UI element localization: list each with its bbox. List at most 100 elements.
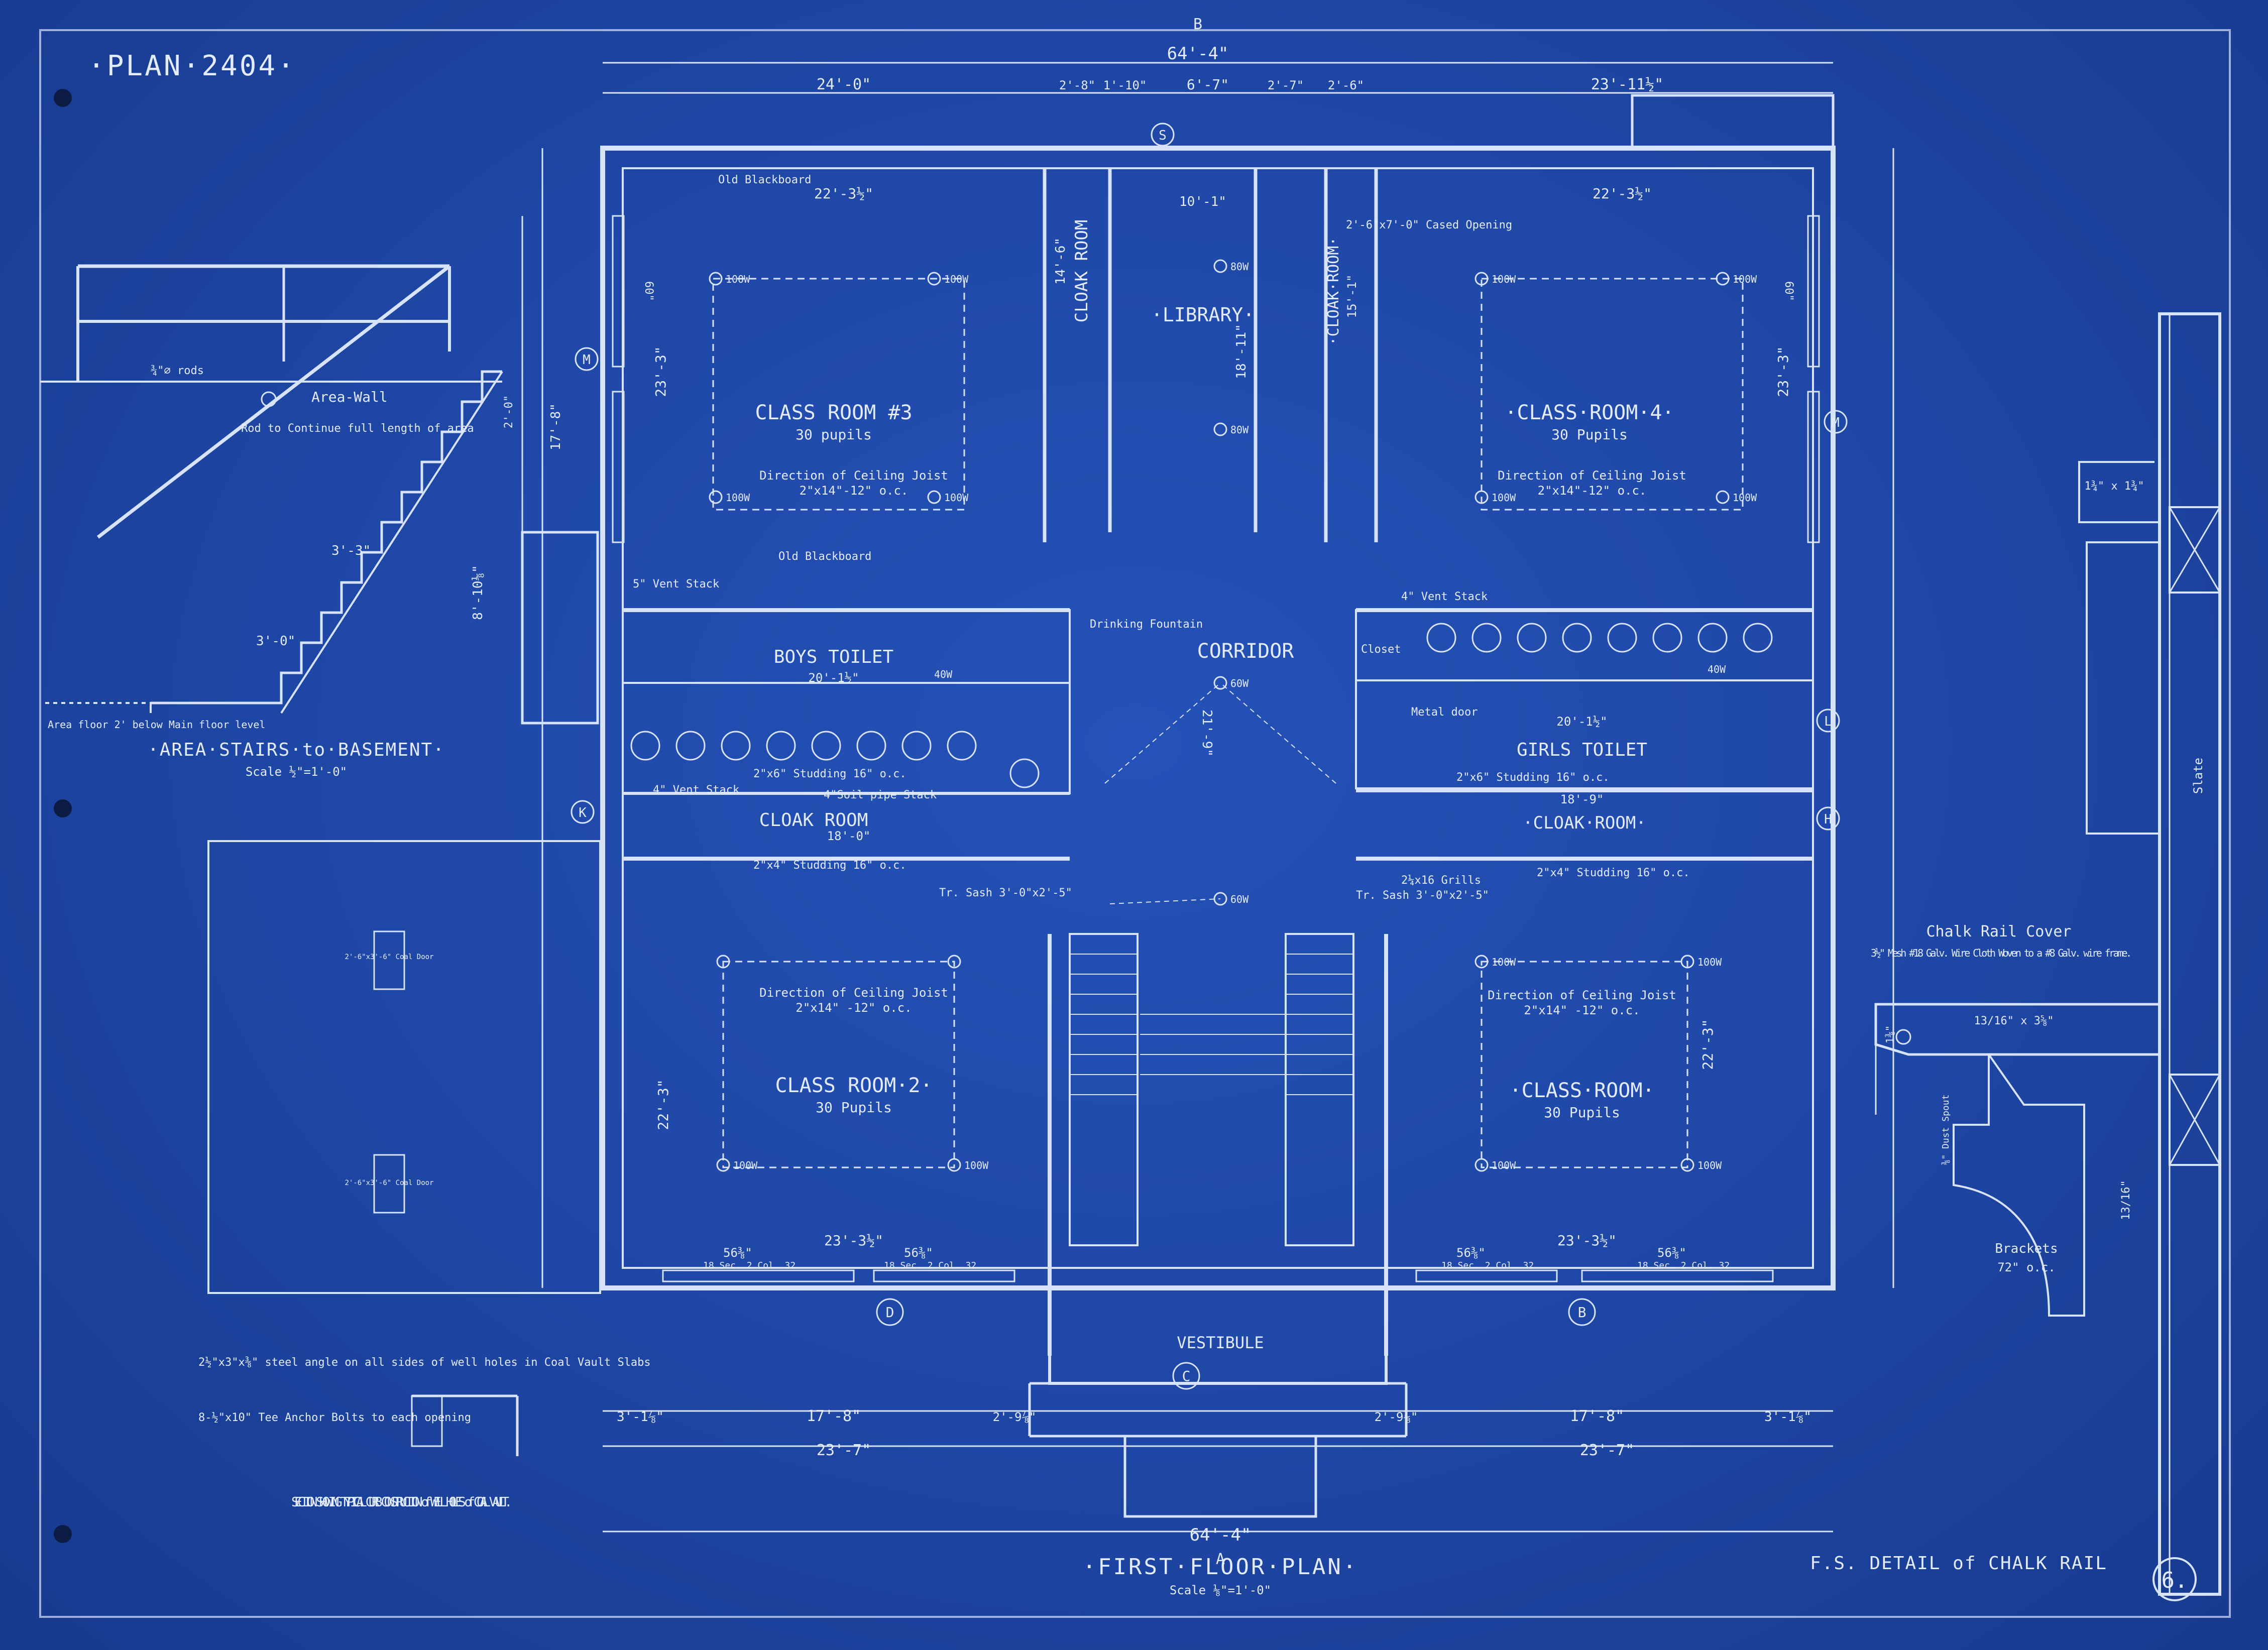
svg-text:2"x14"-12" o.c.: 2"x14"-12" o.c. bbox=[800, 484, 909, 498]
coal-vault bbox=[207, 840, 601, 1456]
chalk-rail-detail bbox=[1874, 312, 2221, 1596]
svg-text:1'-10": 1'-10" bbox=[1103, 78, 1147, 92]
svg-text:100W: 100W bbox=[964, 1159, 989, 1171]
svg-text:2"x14" -12" o.c.: 2"x14" -12" o.c. bbox=[796, 1001, 912, 1015]
svg-text:Rod to Continue full length of: Rod to Continue full length of area bbox=[241, 422, 474, 435]
svg-text:22'-3": 22'-3" bbox=[655, 1079, 671, 1130]
area-stairs-detail bbox=[40, 216, 599, 725]
svg-text:4" Vent Stack: 4" Vent Stack bbox=[1401, 591, 1488, 603]
floor-plan-scale: Scale ⅛"=1'-0" bbox=[1170, 1583, 1271, 1597]
svg-text:3'-1⅞": 3'-1⅞" bbox=[617, 1409, 664, 1425]
svg-text:56⅜": 56⅜" bbox=[723, 1246, 752, 1260]
svg-text:M: M bbox=[1832, 415, 1840, 430]
svg-text:72" o.c.: 72" o.c. bbox=[1997, 1260, 2056, 1274]
svg-text:K: K bbox=[579, 805, 587, 820]
svg-text:60W: 60W bbox=[1230, 677, 1249, 689]
chalk-rail-labels: Chalk Rail Cover 3½" Mesh #18 Galv. Wire… bbox=[1810, 480, 2205, 1574]
center-stair bbox=[1285, 933, 1354, 1246]
svg-text:D: D bbox=[886, 1304, 894, 1321]
svg-text:100W: 100W bbox=[1492, 492, 1516, 504]
svg-text:22'-3½": 22'-3½" bbox=[814, 185, 873, 202]
svg-text:3'-1⅞": 3'-1⅞" bbox=[1764, 1409, 1811, 1425]
svg-text:Direction of Ceiling Joist: Direction of Ceiling Joist bbox=[759, 468, 948, 483]
svg-text:30 Pupils: 30 Pupils bbox=[816, 1099, 892, 1116]
svg-text:17'-8": 17'-8" bbox=[1570, 1407, 1624, 1425]
grid-marker bbox=[1172, 1362, 1200, 1390]
svg-text:Drinking Fountain: Drinking Fountain bbox=[1090, 618, 1203, 631]
svg-text:18 Sec. 2 Col. 32: 18 Sec. 2 Col. 32 bbox=[703, 1260, 796, 1271]
svg-text:Direction of Ceiling Joist: Direction of Ceiling Joist bbox=[1498, 468, 1686, 483]
svg-text:23'-3": 23'-3" bbox=[1775, 346, 1791, 397]
svg-text:56⅜": 56⅜" bbox=[1456, 1246, 1486, 1260]
svg-text:M: M bbox=[583, 352, 591, 368]
svg-text:4" Vent Stack: 4" Vent Stack bbox=[653, 784, 739, 796]
svg-text:30 Pupils: 30 Pupils bbox=[1544, 1104, 1620, 1121]
svg-text:2'-9⅞": 2'-9⅞" bbox=[993, 1410, 1037, 1424]
svg-text:3'-0": 3'-0" bbox=[256, 634, 295, 649]
svg-text:20'-1½": 20'-1½" bbox=[1556, 715, 1607, 729]
svg-text:1⅜": 1⅜" bbox=[1884, 1025, 1896, 1043]
svg-text:18 Sec. 2 Col. 32: 18 Sec. 2 Col. 32 bbox=[884, 1260, 976, 1271]
svg-text:18'-9": 18'-9" bbox=[1560, 792, 1604, 806]
svg-text:100W: 100W bbox=[726, 492, 750, 504]
svg-text:A: A bbox=[1216, 1551, 1225, 1568]
overall-width-top: 64'-4" bbox=[1167, 44, 1229, 64]
svg-text:100W: 100W bbox=[1492, 1159, 1516, 1171]
grid-marker bbox=[575, 347, 599, 371]
svg-text:14'-6": 14'-6" bbox=[1053, 238, 1068, 285]
svg-text:23'-7": 23'-7" bbox=[1580, 1442, 1634, 1459]
svg-text:Slate: Slate bbox=[2191, 758, 2205, 794]
svg-text:23'-3½": 23'-3½" bbox=[824, 1232, 883, 1249]
sheet-border bbox=[39, 29, 2231, 1618]
svg-text:80W: 80W bbox=[1230, 424, 1249, 436]
svg-text:B: B bbox=[1578, 1304, 1586, 1321]
svg-text:Area-Wall: Area-Wall bbox=[311, 389, 388, 405]
svg-text:100W: 100W bbox=[726, 273, 750, 285]
svg-text:100W: 100W bbox=[1697, 1159, 1722, 1171]
sheet-number-circle bbox=[2152, 1557, 2197, 1601]
svg-text:60": 60" bbox=[1782, 281, 1795, 301]
svg-text:4"Soil pipe Stack: 4"Soil pipe Stack bbox=[824, 789, 937, 801]
svg-text:Metal door: Metal door bbox=[1411, 706, 1478, 719]
svg-text:20'-1½": 20'-1½" bbox=[808, 671, 859, 685]
svg-text:3½" Mesh #18 Galv. Wire Cloth: 3½" Mesh #18 Galv. Wire Cloth Woven to a… bbox=[1871, 947, 2132, 959]
room-label-girls-toilet: GIRLS TOILET bbox=[1517, 740, 1647, 760]
svg-text:13/16": 13/16" bbox=[2120, 1180, 2132, 1220]
room-label-corridor: CORRIDOR bbox=[1197, 640, 1295, 663]
exterior-stair-top bbox=[1631, 94, 1835, 150]
svg-text:30 pupils: 30 pupils bbox=[796, 426, 872, 443]
svg-text:100W: 100W bbox=[1492, 273, 1516, 285]
area-stairs-title: ·AREA·STAIRS·to·BASEMENT· bbox=[148, 740, 445, 760]
svg-text:¾"⌀ rods: ¾"⌀ rods bbox=[151, 365, 204, 377]
grid-marker bbox=[1151, 123, 1175, 147]
svg-text:23'-3": 23'-3" bbox=[652, 346, 669, 397]
room-label-cloak-c: CLOAK ROOM bbox=[759, 810, 868, 831]
svg-text:15'-1": 15'-1" bbox=[1345, 275, 1359, 318]
svg-text:40W: 40W bbox=[934, 668, 953, 680]
grid-marker bbox=[1568, 1298, 1596, 1326]
svg-text:Old Blackboard: Old Blackboard bbox=[778, 550, 871, 563]
svg-text:40W: 40W bbox=[1708, 663, 1726, 675]
svg-text:30 Pupils: 30 Pupils bbox=[1551, 426, 1628, 443]
svg-text:2'-6"x3'-6" Coal Door: 2'-6"x3'-6" Coal Door bbox=[345, 1179, 433, 1187]
room-label-cloak-b: ·CLOAK·ROOM· bbox=[1325, 237, 1342, 346]
svg-text:60": 60" bbox=[642, 281, 655, 301]
grid-marker bbox=[876, 1298, 904, 1326]
svg-text:2"x4" Studding 16" o.c.: 2"x4" Studding 16" o.c. bbox=[753, 859, 906, 872]
coal-vault-section-title: SECTION SHOWING TYPICAL CURB CONSTRUCTIO… bbox=[291, 1495, 512, 1510]
area-stairs-labels: Area-Wall Rod to Continue full length of… bbox=[48, 365, 563, 779]
stair-treads bbox=[1070, 954, 1353, 1095]
svg-text:100W: 100W bbox=[944, 273, 969, 285]
room-label-class-4: ·CLASS·ROOM·4· bbox=[1505, 401, 1674, 424]
svg-text:C: C bbox=[1182, 1368, 1191, 1384]
svg-text:2"x6" Studding 16" o.c.: 2"x6" Studding 16" o.c. bbox=[753, 768, 906, 780]
area-stairs-scale: Scale ½"=1'-0" bbox=[246, 765, 347, 779]
svg-text:2¼x16 Grills: 2¼x16 Grills bbox=[1401, 874, 1481, 887]
svg-text:23'-3½": 23'-3½" bbox=[1557, 1232, 1617, 1249]
girls-toilet-fixtures bbox=[1426, 623, 1773, 653]
room-label-class-3: CLASS ROOM #3 bbox=[755, 401, 912, 424]
coal-vault-labels: 2'-6"x3'-6" Coal Door 2'-6"x3'-6" Coal D… bbox=[198, 953, 651, 1510]
svg-text:60W: 60W bbox=[1230, 893, 1249, 905]
svg-text:2'-9⅞": 2'-9⅞" bbox=[1375, 1410, 1418, 1424]
